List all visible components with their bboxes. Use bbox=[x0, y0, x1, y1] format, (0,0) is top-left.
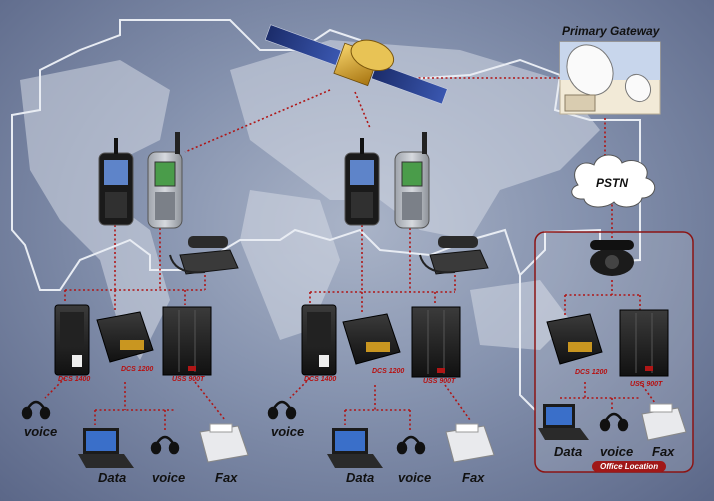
map-africa bbox=[240, 190, 340, 340]
link-m-voice bbox=[289, 377, 311, 399]
voice-left-top-label: voice bbox=[24, 424, 58, 439]
dcs1200-left-icon bbox=[96, 311, 154, 363]
phone-gray-1-icon bbox=[147, 132, 183, 229]
laptop-office-icon bbox=[538, 404, 589, 440]
link-l-fax bbox=[194, 381, 226, 421]
phone-black-1-icon bbox=[98, 138, 134, 226]
phone-gray-2-icon bbox=[394, 132, 430, 229]
headset-left-top-icon bbox=[21, 400, 51, 420]
dcs1400-middle-label: DCS 1400 bbox=[304, 376, 337, 383]
uss900t-middle-icon bbox=[411, 306, 461, 378]
uss900t-left-icon bbox=[162, 306, 212, 376]
satellite-dish bbox=[350, 39, 395, 72]
satellite-icon bbox=[264, 24, 448, 105]
pstn-cloud bbox=[571, 154, 656, 208]
office-location-label: Office Location bbox=[592, 461, 667, 472]
uss900t-office-label: USS 900T bbox=[630, 381, 663, 388]
links bbox=[44, 77, 661, 430]
data-office-label: Data bbox=[554, 444, 583, 459]
uss900t-middle-label: USS 900T bbox=[423, 378, 456, 385]
fax-office-icon bbox=[641, 403, 687, 441]
primary-gateway-label: Primary Gateway bbox=[562, 24, 660, 38]
gateway-building bbox=[564, 94, 596, 112]
uss900t-left-label: USS 900T bbox=[172, 376, 205, 383]
link-m-fax bbox=[444, 384, 471, 421]
gateway-big-dish bbox=[566, 44, 614, 96]
data-left-label: Data bbox=[98, 470, 127, 485]
gateway-small-dish bbox=[624, 73, 652, 103]
voice-middle-bottom-label: voice bbox=[398, 470, 432, 485]
satellite-panel-left bbox=[264, 24, 342, 66]
fax-middle-icon bbox=[445, 423, 495, 463]
link-sat-phone1 bbox=[184, 89, 331, 153]
dcs1200-middle-icon bbox=[342, 313, 401, 365]
laptop-left-icon bbox=[78, 428, 134, 468]
desk-phone-1-icon bbox=[169, 236, 239, 275]
uss900t-office-icon bbox=[619, 309, 669, 377]
pstn-cloud-icon bbox=[571, 154, 656, 208]
frame-line bbox=[11, 19, 641, 411]
desk-phone-office-icon bbox=[590, 240, 634, 276]
fax-office-label: Fax bbox=[652, 444, 675, 459]
headset-office-icon bbox=[599, 412, 629, 432]
link-l-voice bbox=[44, 377, 66, 399]
dcs1200-office-icon bbox=[546, 313, 603, 365]
fax-middle-label: Fax bbox=[462, 470, 485, 485]
voice-office-label: voice bbox=[600, 444, 634, 459]
satellite-panel-right bbox=[371, 62, 448, 105]
data-middle-label: Data bbox=[346, 470, 375, 485]
headset-middle-bottom-icon bbox=[396, 435, 426, 455]
gateway-dish-icon bbox=[559, 41, 661, 115]
dcs1400-left-icon bbox=[54, 304, 90, 376]
headset-left-bottom-icon bbox=[150, 435, 180, 455]
dcs1200-office-label: DCS 1200 bbox=[575, 369, 608, 376]
fax-left-label: Fax bbox=[215, 470, 238, 485]
desk-phone-2-icon bbox=[419, 236, 489, 275]
laptop-middle-icon bbox=[327, 428, 383, 468]
voice-left-bottom-label: voice bbox=[152, 470, 186, 485]
dcs1400-middle-icon bbox=[301, 304, 337, 376]
map-americas bbox=[20, 60, 170, 360]
dcs1200-middle-label: DCS 1200 bbox=[372, 368, 405, 375]
dcs1400-left-label: DCS 1400 bbox=[58, 376, 91, 383]
pstn-label: PSTN bbox=[596, 176, 629, 190]
map-eurasia bbox=[230, 40, 600, 240]
link-sat-phone2 bbox=[354, 91, 371, 129]
fax-left-icon bbox=[199, 423, 249, 463]
headset-middle-top-icon bbox=[267, 400, 297, 420]
dcs1200-left-label: DCS 1200 bbox=[121, 366, 154, 373]
voice-middle-top-label: voice bbox=[271, 424, 305, 439]
phone-black-2-icon bbox=[344, 138, 380, 226]
